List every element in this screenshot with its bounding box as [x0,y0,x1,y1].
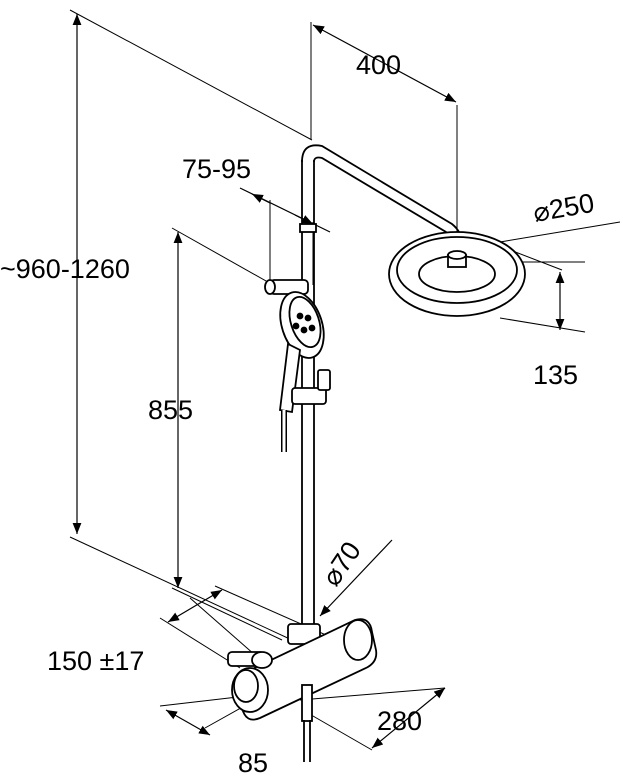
label-wall-distance: 75-95 [182,154,251,184]
dim-valve-width-line [371,687,446,749]
label-inlet-spacing: 150 ±17 [47,646,144,676]
dim-valve-depth-line [165,709,211,736]
label-total-height: ~960-1260 [0,254,130,284]
label-head-diameter: ⌀250 [531,188,597,228]
label-arm-length: 400 [356,50,401,80]
dim-inlet-line [167,589,223,623]
hand-shower [264,279,331,452]
dim-valve-diameter-line [319,539,393,617]
label-slide-height: 855 [148,395,193,425]
thermostatic-valve [227,618,378,762]
label-head-height: 135 [533,360,578,390]
label-valve-width: 280 [377,706,422,736]
overhead-shower-head [388,231,526,317]
label-valve-diameter: ⌀70 [316,536,367,591]
label-valve-depth: 85 [238,748,268,778]
dim-arm-line [312,24,457,103]
